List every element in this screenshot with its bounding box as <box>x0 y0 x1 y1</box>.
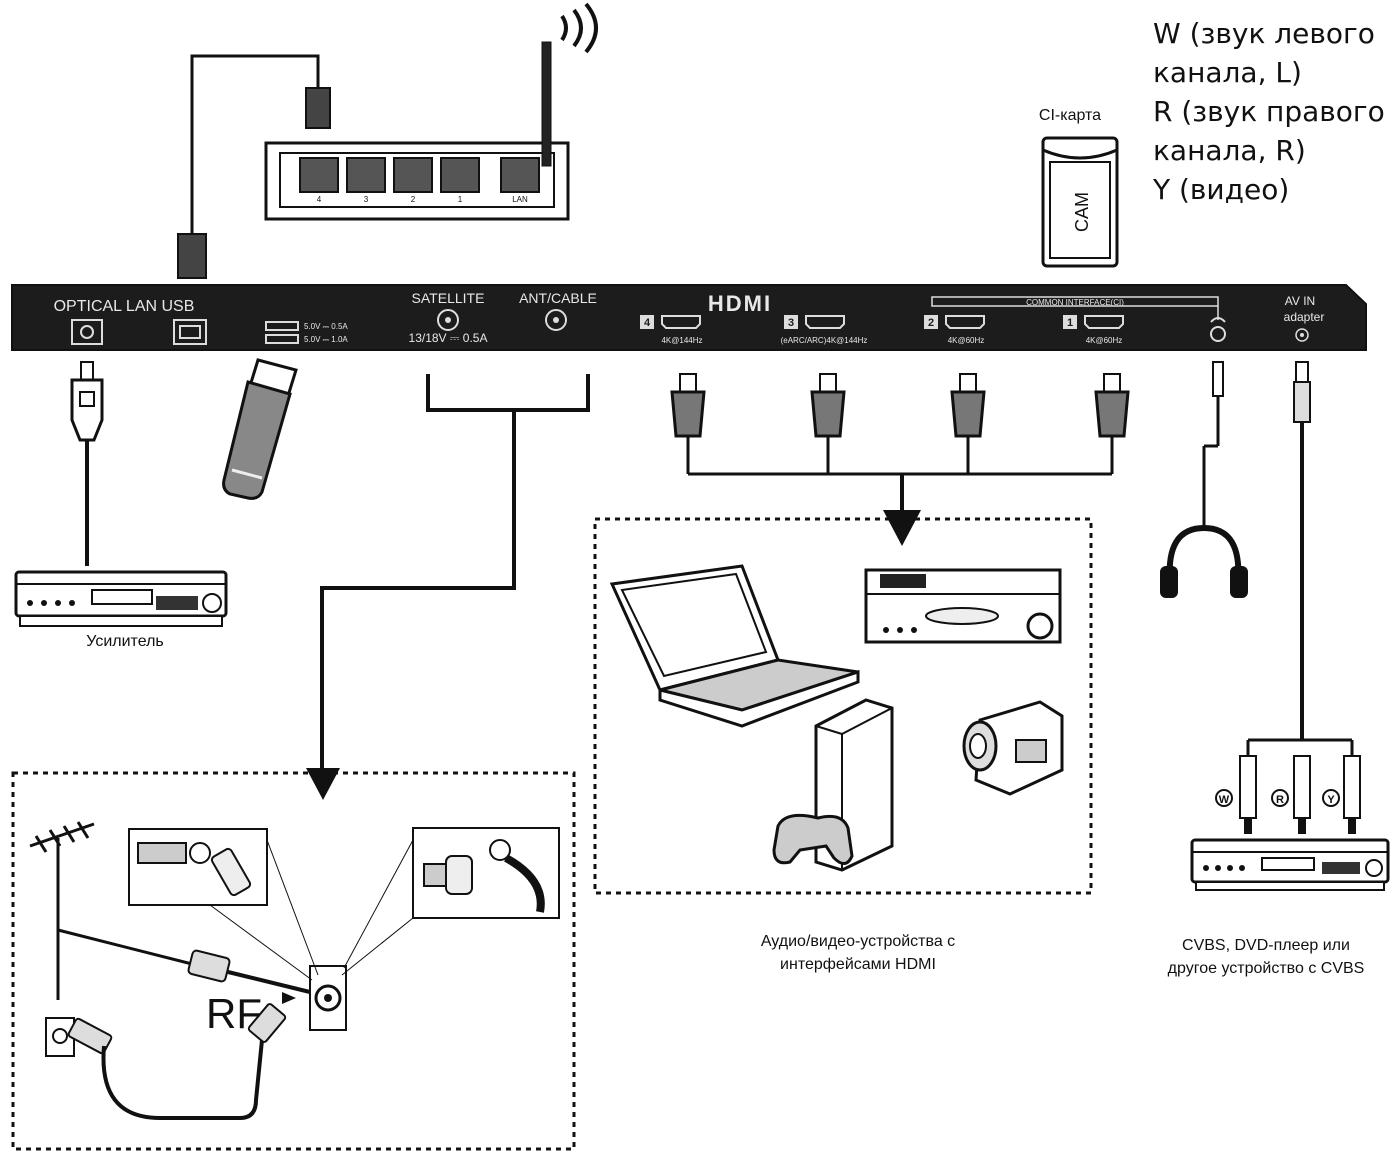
legend-w: W (звук левого канала, L) <box>1153 17 1375 89</box>
hdmi-port-3: 3 (eARC/ARC)4K@144Hz <box>781 315 868 345</box>
svg-text:4K@60Hz: 4K@60Hz <box>1086 336 1123 345</box>
satellite-label: SATELLITE <box>412 290 485 306</box>
hdmi-port-1: 1 4K@60Hz <box>1063 315 1124 345</box>
svg-text:4K@144Hz: 4K@144Hz <box>661 336 702 345</box>
headphone-jack <box>1210 326 1226 342</box>
laptop-icon <box>609 564 860 728</box>
gamepad-icon <box>772 813 854 865</box>
arrow-right-icon <box>282 992 296 1004</box>
ci-card: CI-карта CAM <box>1039 107 1119 268</box>
amplifier-label: Усилитель <box>86 633 164 650</box>
legend-y: Y (видео) <box>1153 173 1290 206</box>
hdmi-plug-icon <box>950 373 986 438</box>
rca-label-r: R <box>1276 794 1284 806</box>
usb-port <box>265 321 299 331</box>
svg-text:(eARC/ARC)4K@144Hz: (eARC/ARC)4K@144Hz <box>781 336 868 345</box>
rj45-plug-icon <box>305 87 331 129</box>
hdmi-plug-icon <box>1094 373 1130 438</box>
legend-r: R (звук правого канала, R) <box>1153 95 1385 167</box>
hdmi-cables <box>670 373 1130 546</box>
common-interface-label: COMMON INTERFACE(CI) <box>1026 298 1124 307</box>
cvbs-caption-line1: CVBS, DVD-плеер или <box>1182 937 1350 954</box>
cvbs-caption-line2: другое устройство с CVBS <box>1168 960 1365 977</box>
svg-text:3: 3 <box>788 317 794 329</box>
amplifier: Усилитель <box>14 570 228 650</box>
wifi-signal-icon <box>560 14 568 42</box>
router-port-label: 2 <box>411 195 416 204</box>
av-in-label: AV IN <box>1285 294 1315 308</box>
hdmi-plug-icon <box>810 373 846 438</box>
router: 4 3 2 1 LAN <box>177 2 598 279</box>
av-in-port <box>1295 328 1309 342</box>
rca-plug-icon <box>1293 755 1311 834</box>
game-console-icon <box>772 698 894 872</box>
dvd-player-icon <box>864 568 1062 644</box>
usb-spec-1: 5.0V ⎓ 0.5A <box>304 322 348 331</box>
cvbs-dvd-player: CVBS, DVD-плеер или другое устройство с … <box>1168 838 1390 977</box>
optical-cable <box>70 361 104 566</box>
optical-port <box>71 319 103 345</box>
svg-text:1: 1 <box>1067 317 1073 329</box>
usb-spec-2: 5.0V ⎓ 1.0A <box>304 335 348 344</box>
router-port-label: 4 <box>317 195 322 204</box>
svg-text:4: 4 <box>644 317 651 329</box>
color-legend: W (звук левого канала, L) R (звук правог… <box>1153 14 1388 209</box>
rca-label-w: W <box>1219 794 1230 806</box>
hdmi-devices-caption-line1: Аудио/видео-устройства с <box>761 933 955 950</box>
rca-plug-icon <box>1239 755 1257 834</box>
hdmi-logo: HDMI <box>708 291 772 316</box>
satellite-port <box>437 309 459 331</box>
headphone-port-icon <box>1210 317 1226 323</box>
adapter-label: adapter <box>1284 310 1325 324</box>
ant-cable-label: ANT/CABLE <box>519 290 597 306</box>
ci-card-label: CI-карта <box>1039 107 1101 124</box>
ant-cable-port <box>545 309 567 331</box>
headphones-icon <box>1166 524 1242 583</box>
router-port-label: 3 <box>364 195 369 204</box>
satellite-spec: 13/18V ⎓ 0.5A <box>409 331 488 345</box>
antenna-feed-lines <box>306 374 590 800</box>
rj45-plug-icon <box>177 233 207 279</box>
router-port-label: LAN <box>512 195 528 204</box>
rf-antenna-box: RF <box>11 771 576 1151</box>
tv-back-panel: OPTICAL LAN USB 5.0V ⎓ 0.5A 5.0V ⎓ 1.0A … <box>11 284 1367 351</box>
svg-text:4K@60Hz: 4K@60Hz <box>948 336 985 345</box>
usb-port <box>265 334 299 344</box>
router-port-label: 1 <box>458 195 463 204</box>
hdmi-port-4: 4 4K@144Hz <box>640 315 703 345</box>
headphone-cable <box>1160 361 1248 598</box>
antenna-icon <box>29 821 95 1000</box>
svg-text:2: 2 <box>928 317 934 329</box>
cam-card-text: CAM <box>1072 192 1092 232</box>
optical-lan-usb-label: OPTICAL LAN USB <box>54 298 195 315</box>
rf-label: RF <box>206 990 262 1037</box>
lan-port <box>173 319 207 345</box>
usb-stick-icon <box>222 358 298 500</box>
arrow-down-icon <box>883 510 921 546</box>
av-cable: W R Y <box>1215 361 1361 834</box>
hdmi-plug-icon <box>670 373 706 438</box>
hdmi-port-2: 2 4K@60Hz <box>924 315 985 345</box>
camcorder-icon <box>962 700 1064 796</box>
hdmi-devices-caption-line2: интерфейсами HDMI <box>780 956 936 973</box>
hdmi-devices-box: Аудио/видео-устройства с интерфейсами HD… <box>593 517 1093 973</box>
lan-cable <box>190 54 320 236</box>
rca-plug-icon <box>1343 755 1361 834</box>
arrow-down-icon <box>306 768 340 800</box>
rca-label-y: Y <box>1327 794 1335 806</box>
